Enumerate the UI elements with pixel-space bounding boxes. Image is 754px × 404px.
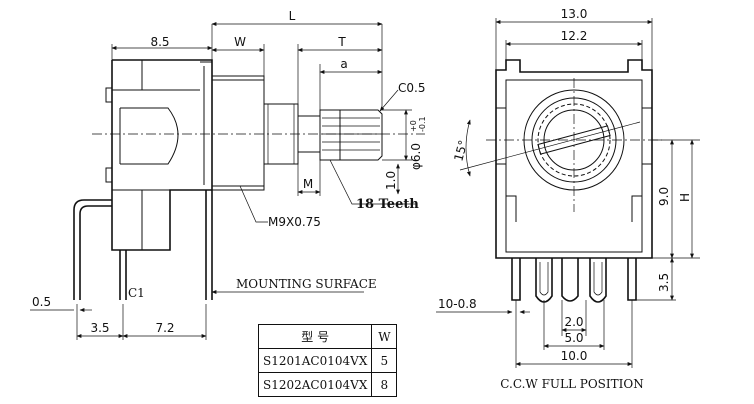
front-angle-line (459, 121, 641, 171)
leader-thread (239, 185, 268, 223)
table-cell-model: S1202AC0104VX (257, 372, 373, 397)
table-row: S1201AC0104VX 5 (257, 348, 398, 373)
front-angle: 15° (451, 139, 470, 163)
side-frame-bracket (200, 61, 212, 185)
table-cell-w: 5 (371, 348, 398, 373)
dim-12-2: 12.2 (561, 29, 588, 43)
side-body-outline (111, 59, 213, 300)
side-view: L 8.5 W T a C0.5 φ6.0 +0 -0.1 1.0 (30, 9, 427, 340)
dim-T: T (337, 35, 346, 49)
dim-5-0: 5.0 (564, 331, 583, 345)
side-body-left-tab (105, 87, 113, 103)
dim-a: a (340, 57, 347, 71)
dim-13-0: 13.0 (561, 7, 588, 21)
dim-10-0: 10.0 (561, 349, 588, 363)
table-row: S1202AC0104VX 8 (257, 372, 398, 397)
side-pin (119, 250, 127, 300)
side-knurl-lines (322, 117, 380, 151)
front-left-tab (495, 107, 507, 165)
front-pin-inner (539, 262, 603, 296)
thread-spec: M9X0.75 (268, 215, 321, 229)
teeth-label: 18 Teeth (356, 197, 419, 212)
dim-dia-tol-lower: -0.1 (418, 116, 427, 132)
dim-W: W (234, 35, 246, 49)
side-bushing (211, 75, 265, 191)
dim-3-5-side: 3.5 (90, 321, 109, 335)
dim-8-5: 8.5 (150, 35, 169, 49)
front-caption: C.C.W FULL POSITION (500, 377, 643, 391)
side-knurled-tip (319, 109, 383, 161)
side-body-left-tab-2 (105, 167, 113, 183)
mounting-surface-label: MOUNTING SURFACE (236, 277, 377, 291)
front-right-tab (641, 107, 653, 165)
pin-label: C1 (128, 286, 145, 300)
dim-2-0: 2.0 (564, 315, 583, 329)
dim-dia-tol-upper: +0 (409, 120, 418, 132)
dim-H: H (678, 193, 692, 202)
dim-9-0: 9.0 (657, 187, 671, 206)
dim-dia: φ6.0 (409, 143, 423, 170)
leader-teeth (329, 159, 416, 205)
front-angle-arc (465, 119, 471, 177)
side-rotor-arc (120, 107, 179, 165)
dim-L: L (289, 9, 296, 23)
dim-c0-5: C0.5 (398, 81, 425, 95)
table-header-row: 型 号 W (257, 324, 398, 349)
front-bottom-notch (506, 195, 642, 222)
front-pins (511, 258, 637, 303)
front-view: 15° 13.0 12.2 9.0 H 3 (436, 7, 700, 391)
dim-M: M (303, 177, 313, 191)
dim-7-2: 7.2 (155, 321, 174, 335)
dim-1-0: 1.0 (384, 171, 398, 190)
table-header-w: W (371, 324, 398, 349)
table-cell-model: S1201AC0104VX (257, 348, 373, 373)
side-bent-leg (73, 199, 112, 300)
dim-10-0-8: 10-0.8 (438, 297, 477, 311)
dim-3-5-front: 3.5 (657, 273, 671, 292)
leader-c0-5 (379, 89, 399, 112)
table-header-model: 型 号 (257, 324, 373, 349)
part-number-table: 型 号 W S1201AC0104VX 5 S1202AC0104VX 8 (257, 324, 398, 397)
dim-0-5: 0.5 (32, 295, 51, 309)
table-cell-w: 8 (371, 372, 398, 397)
